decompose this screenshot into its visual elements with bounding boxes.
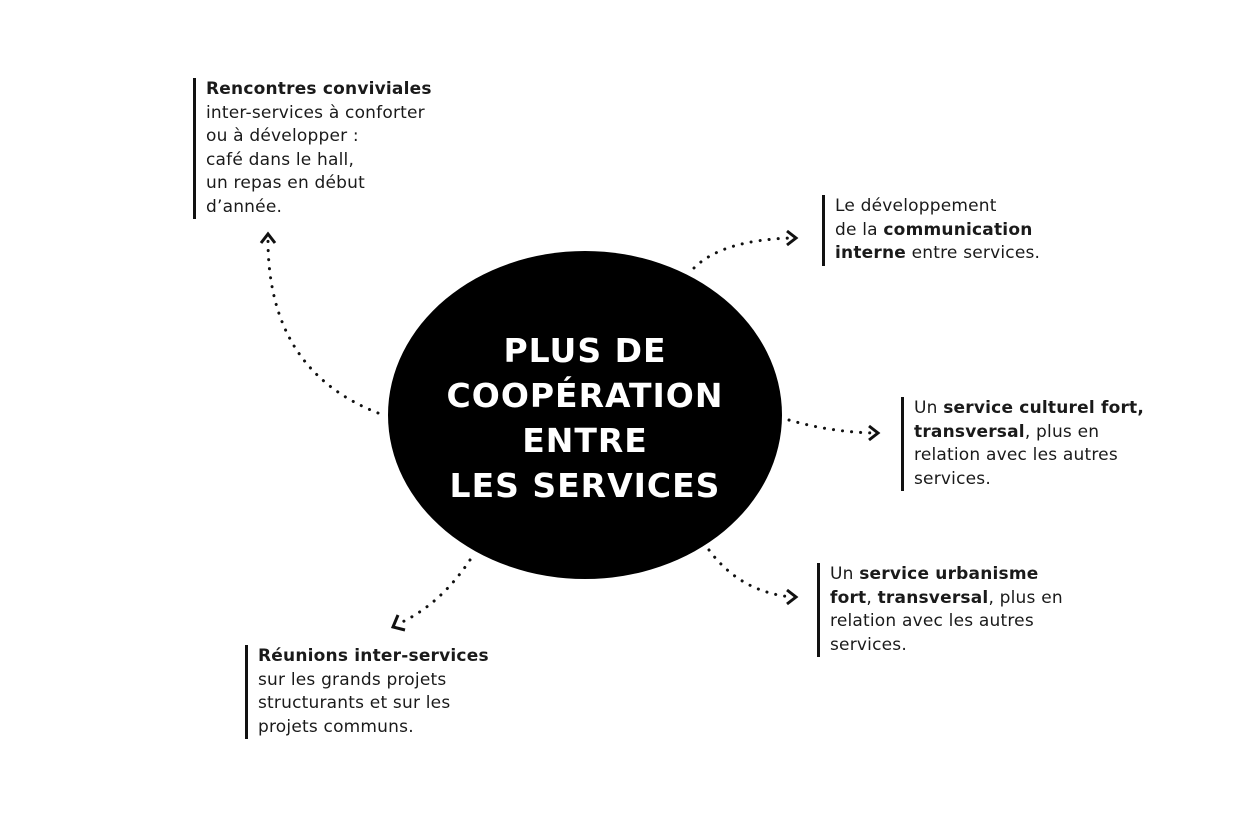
callout-line: structurants et sur les (258, 692, 489, 716)
center-title-line: COOPÉRATION (446, 376, 724, 415)
callout-line: de la communication (835, 219, 1040, 243)
callout-line: un repas en début (206, 172, 432, 196)
callout-text: relation avec les autres (914, 445, 1118, 465)
arrow-head-top-right-icon (786, 229, 799, 247)
callout-text: relation avec les autres (830, 611, 1034, 631)
callout-line: Un service culturel fort, (914, 397, 1144, 421)
callout-text-bold: service urbanisme (859, 564, 1039, 584)
callout-line: d’année. (206, 196, 432, 220)
callout-text: , plus en (1024, 421, 1100, 442)
callout-text: de la (835, 219, 884, 240)
arrow-head-mid-right-icon (868, 424, 881, 442)
connector-mid-right (787, 418, 876, 435)
callout-convivial-meetings: Rencontres conviviales inter-services à c… (193, 78, 432, 219)
callout-text: Un (914, 398, 944, 418)
arrow-head-bottom-right-icon (786, 588, 799, 606)
callout-text: projets communs. (258, 716, 414, 737)
callout-text: services. (914, 468, 991, 489)
callout-text: un repas en début (206, 173, 366, 193)
callout-interservice-meetings: Réunions inter-services sur les grands pr… (245, 645, 489, 739)
callout-line: Un service urbanisme (830, 563, 1063, 587)
callout-text: entre services. (906, 243, 1041, 263)
callout-line: Rencontres conviviales (206, 78, 432, 102)
connector-bottom-left (396, 558, 472, 626)
center-title-line: ENTRE (522, 421, 648, 460)
callout-line: sur les grands projets (258, 669, 489, 693)
callout-line: café dans le hall, (206, 149, 432, 173)
callout-text-bold: communication (883, 219, 1033, 240)
callout-line: fort, transversal, plus en (830, 587, 1063, 611)
callout-cultural-service: Un service culturel fort,transversal, pl… (901, 397, 1144, 491)
callout-text: , (866, 587, 878, 608)
callout-text-bold: service culturel fort, (943, 398, 1145, 418)
connector-bottom-right (707, 548, 794, 599)
callout-line: ou à développer : (206, 125, 432, 149)
callout-line: Réunions inter-services (258, 645, 489, 669)
callout-text: Un (830, 564, 860, 584)
callout-text: , plus en (988, 587, 1063, 608)
center-title: PLUS DE COOPÉRATION ENTRE LES SERVICES (447, 322, 724, 508)
callout-text-bold: transversal (914, 421, 1025, 442)
callout-line: interne entre services. (835, 242, 1040, 266)
center-title-line: LES SERVICES (449, 466, 721, 505)
callout-text-bold: interne (835, 243, 907, 263)
callout-text-bold: Rencontres conviviales (206, 79, 432, 99)
callout-line: relation avec les autres (830, 610, 1063, 634)
callout-text: inter-services à conforter (206, 102, 425, 123)
callout-text: café dans le hall, (206, 149, 355, 170)
callout-line: Le développement (835, 195, 1040, 219)
center-node: PLUS DE COOPÉRATION ENTRE LES SERVICES (388, 251, 782, 579)
callout-text: ou à développer : (206, 126, 359, 146)
arrow-head-top-left-icon (259, 231, 277, 244)
callout-line: relation avec les autres (914, 444, 1144, 468)
callout-text-bold: fort (830, 587, 867, 608)
callout-text-bold: Réunions inter-services (258, 646, 489, 666)
callout-text: d’année. (206, 196, 283, 217)
connector-top-right (692, 236, 794, 270)
connector-top-left (266, 238, 380, 415)
callout-line: services. (830, 634, 1063, 658)
callout-text: structurants et sur les (258, 693, 451, 713)
callout-line: transversal, plus en (914, 421, 1144, 445)
callout-line: services. (914, 468, 1144, 492)
callout-line: inter-services à conforter (206, 102, 432, 126)
arrow-head-bottom-left-icon (390, 614, 406, 632)
center-title-line: PLUS DE (503, 331, 667, 370)
callout-text: sur les grands projets (258, 669, 447, 690)
callout-text: services. (830, 634, 907, 655)
callout-text: Le développement (835, 196, 997, 216)
callout-text-bold: transversal (877, 587, 989, 608)
callout-line: projets communs. (258, 716, 489, 740)
